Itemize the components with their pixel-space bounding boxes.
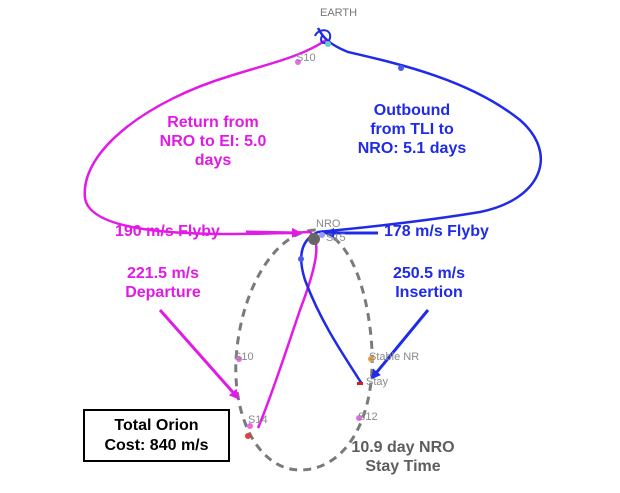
flyby-left-arrow — [245, 227, 302, 238]
earth-loop — [314, 29, 332, 44]
earth-node — [325, 41, 331, 47]
stay-label: Stay — [366, 376, 389, 388]
s14-marker — [247, 423, 253, 429]
s14-label: S14 — [248, 414, 268, 426]
outbound-annotation: Outbound from TLI to NRO: 5.1 days — [337, 101, 487, 159]
cost-line-2: Cost: 840 m/s — [104, 436, 209, 454]
return-line-2: NRO to EI: 5.0 — [159, 133, 267, 151]
s12-marker — [356, 415, 362, 421]
stay-line-1: 10.9 day NRO — [351, 439, 455, 456]
total-cost-text: Total Orion Cost: 840 m/s — [104, 416, 208, 456]
cost-line-1: Total Orion — [114, 416, 199, 434]
insertion-line-1: 250.5 m/s — [392, 265, 466, 282]
nro-label: NRO — [316, 218, 341, 230]
moon-marker — [308, 233, 320, 245]
stable-nr-label: Stable NR — [369, 351, 420, 363]
return-node-1 — [295, 59, 301, 65]
insertion-annotation: 250.5 m/s Insertion — [369, 264, 489, 302]
stay-marker — [357, 382, 363, 385]
s15-label: S15 — [326, 232, 346, 244]
insertion-arrow — [370, 309, 430, 380]
outbound-line-2: from TLI to — [370, 121, 454, 139]
stay-time-annotation: 10.9 day NRO Stay Time — [337, 438, 469, 476]
outbound-node-1 — [398, 65, 404, 71]
return-line-1: Return from — [167, 114, 259, 131]
return-trajectory — [83, 38, 327, 429]
stable-nr-marker — [368, 356, 374, 362]
return-line-3: days — [194, 152, 232, 170]
s10-top-label: S10 — [296, 52, 316, 64]
flyby-left-label: 190 m/s Flyby — [115, 223, 220, 240]
return-annotation: Return from NRO to EI: 5.0 days — [138, 113, 288, 171]
departure-arrow — [158, 309, 240, 400]
departure-line-2: Departure — [125, 284, 201, 302]
nro-orbit — [234, 228, 374, 472]
earth-label: EARTH — [320, 7, 358, 19]
outbound-trajectory — [300, 27, 542, 385]
total-cost-box: Total Orion Cost: 840 m/s — [83, 409, 230, 462]
departure-annotation: 221.5 m/s Departure — [103, 264, 223, 302]
departure-line-1: 221.5 m/s — [126, 265, 200, 282]
s12-label: S12 — [358, 411, 378, 423]
flyby-right-label: 178 m/s Flyby — [384, 223, 489, 240]
insertion-line-2: Insertion — [395, 284, 463, 302]
outbound-line-1: Outbound — [373, 102, 451, 119]
s15-marker — [319, 232, 325, 238]
s14-red-marker — [245, 433, 251, 439]
s10-left-label: S10 — [234, 351, 254, 363]
stay-line-2: Stay Time — [365, 458, 441, 476]
outbound-line-3: NRO: 5.1 days — [357, 140, 467, 158]
outbound-node-2 — [298, 256, 304, 262]
s10-marker — [236, 356, 242, 362]
